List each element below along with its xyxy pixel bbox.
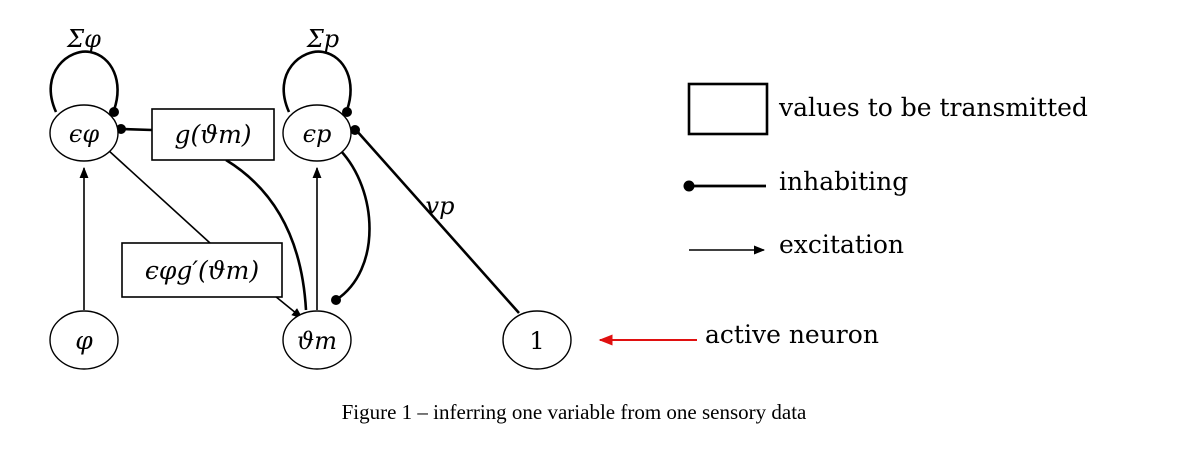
- self-loop-eps-p: [282, 50, 352, 113]
- edge-eps-phi-to-box-eg: [107, 149, 211, 244]
- inhibit-dot-eps-p-loop: [342, 107, 352, 117]
- svg-text:φ: φ: [75, 326, 93, 355]
- box-eps-g-prime: ϵφg′(ϑm): [121, 242, 283, 298]
- inhibit-dot-eps-p-from-one: [350, 125, 360, 135]
- svg-text:g(ϑm): g(ϑm): [174, 120, 251, 149]
- label-sigma-phi: Σφ: [66, 25, 101, 53]
- node-theta-m: ϑm: [282, 310, 352, 370]
- inhibit-dot-eps-phi-loop: [109, 107, 119, 117]
- legend: values to be transmitted inhabiting exci…: [598, 82, 1088, 349]
- node-eps-p: ϵp: [282, 104, 352, 162]
- figure-caption: Figure 1 – inferring one variable from o…: [342, 400, 807, 424]
- edge-theta-to-box-g: [225, 158, 308, 311]
- svg-text:ϵφ: ϵφ: [69, 120, 99, 148]
- label-sigma-p: Σp: [306, 25, 339, 53]
- legend-box-swatch: [687, 82, 769, 136]
- legend-active-label: active neuron: [705, 320, 879, 349]
- self-loop-eps-phi: [49, 50, 119, 113]
- svg-text:ϑm: ϑm: [297, 327, 337, 355]
- legend-excite-label: excitation: [779, 230, 904, 259]
- edge-box-eg-to-theta: [274, 295, 303, 319]
- legend-inhibit-label: inhabiting: [779, 167, 908, 196]
- edge-eps-p-to-theta: [335, 149, 371, 302]
- inhibit-dot-theta-from-eps-p: [331, 295, 341, 305]
- svg-text:ϵφg′(ϑm): ϵφg′(ϑm): [145, 256, 259, 285]
- box-g-theta: g(ϑm): [151, 108, 275, 161]
- edge-box-g-to-eps-phi: [120, 127, 153, 132]
- node-one: 1: [502, 310, 572, 370]
- node-eps-phi: ϵφ: [49, 104, 119, 162]
- legend-values-label: values to be transmitted: [778, 93, 1088, 122]
- svg-text:ϵp: ϵp: [303, 120, 332, 148]
- legend-inhibit-dot: [683, 180, 695, 192]
- svg-text:1: 1: [529, 327, 544, 355]
- edge-one-to-eps-p: [355, 129, 520, 314]
- node-phi: φ: [49, 310, 119, 370]
- label-v-p: vp: [426, 192, 455, 220]
